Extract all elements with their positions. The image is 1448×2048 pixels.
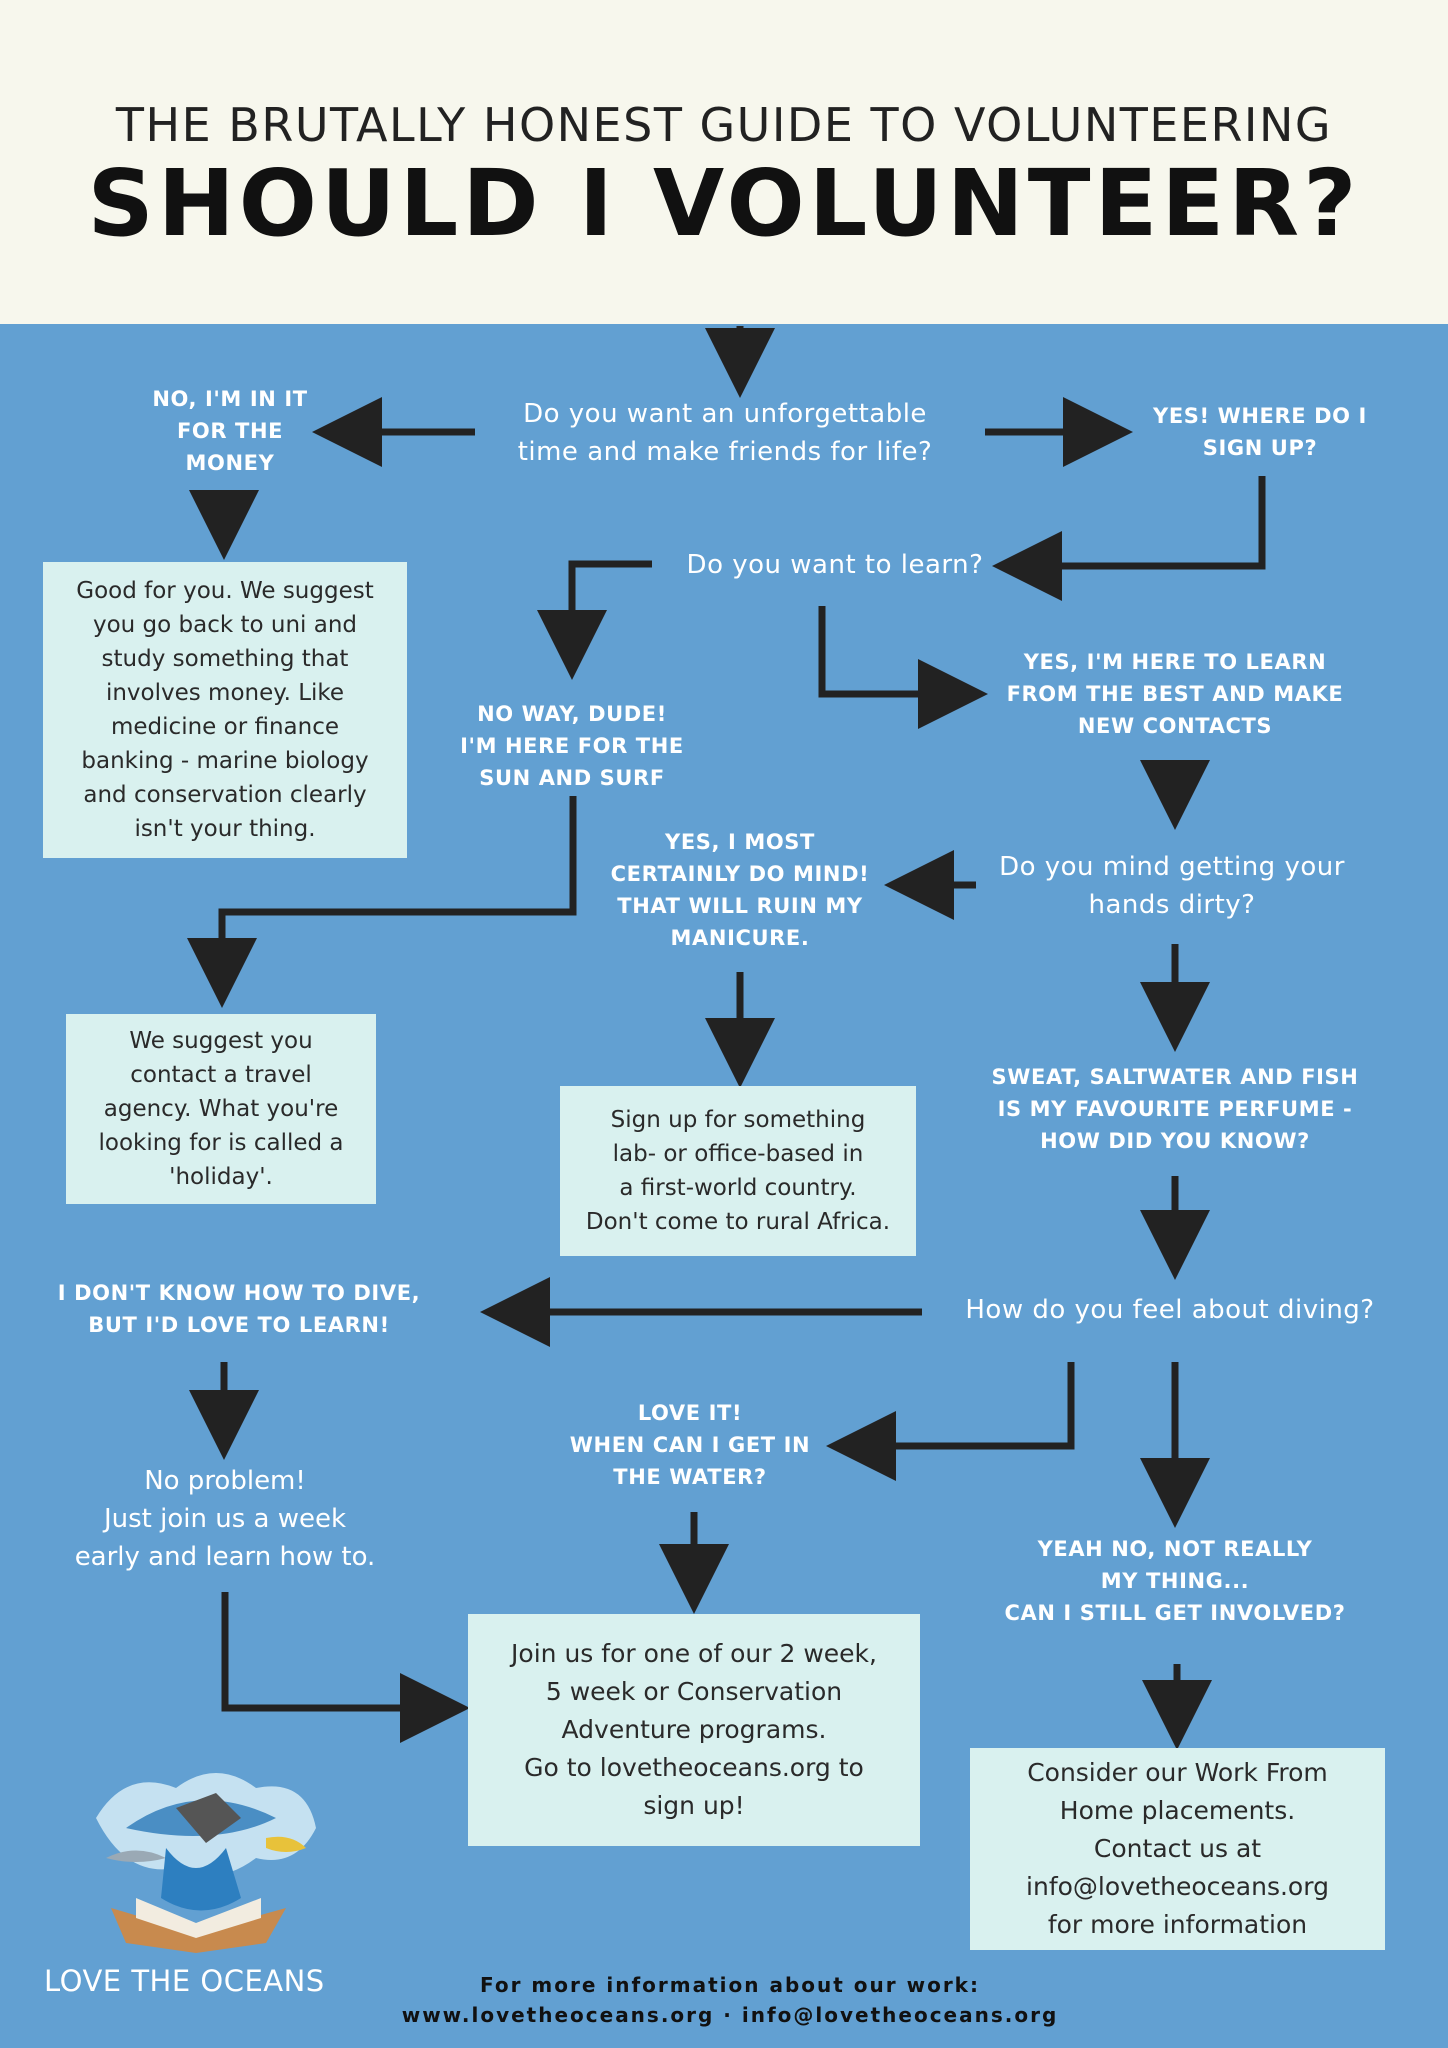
brand-name: LOVE THE OCEANS [44,1964,325,1998]
question-diving: How do you feel about diving? [965,1295,1375,1325]
box-travel-agency: We suggest you contact a travel agency. … [66,1014,376,1204]
arrow-q2-yes [818,606,988,729]
answer-ruin-manicure: YES, I MOST CERTAINLY DO MIND! THAT WILL… [610,830,870,950]
answer-not-my-thing: YEAH NO, NOT REALLY MY THING... CAN I ST… [1004,1537,1346,1625]
text-no-problem: No problem! Just join us a week early an… [74,1466,376,1572]
question-hands-dirty: Do you mind getting your hands dirty? [999,852,1345,920]
answer-favourite-perfume: SWEAT, SALTWATER AND FISH IS MY FAVOURIT… [991,1065,1359,1153]
header-banner [0,0,1448,324]
arrow-surf-to-holiday [187,796,577,1008]
page-title: SHOULD I VOLUNTEER? [87,150,1361,257]
box-study-money: Good for you. We suggest you go back to … [43,562,407,858]
arrow-learn-to-join [221,1592,470,1743]
arrow-yes-to-q2 [992,476,1266,601]
footer-line-1: For more information about our work: [480,1973,980,1997]
answer-learn-to-dive: I DON'T KNOW HOW TO DIVE, BUT I'D LOVE T… [57,1281,421,1337]
question-unforgettable-time: Do you want an unforgettable time and ma… [517,399,933,467]
question-want-to-learn: Do you want to learn? [686,550,984,580]
arrow-q4-love [826,1362,1075,1481]
box-work-from-home: Consider our Work From Home placements. … [970,1748,1385,1950]
love-the-oceans-logo [96,1773,316,1953]
page-subtitle: THE BRUTALLY HONEST GUIDE TO VOLUNTEERIN… [115,98,1333,152]
arrow-q2-no [537,560,652,680]
answer-love-diving: LOVE IT! WHEN CAN I GET IN THE WATER? [569,1401,811,1489]
answer-where-sign-up: YES! WHERE DO I SIGN UP? [1153,404,1367,460]
answer-in-it-for-money: NO, I'M IN IT FOR THE MONEY [152,387,308,475]
box-lab-office: Sign up for something lab- or office-bas… [560,1086,916,1256]
footer-line-2: www.lovetheoceans.org · info@lovetheocea… [401,2003,1059,2027]
footer-info: For more information about our work: www… [380,1970,1080,2030]
box-join-programs: Join us for one of our 2 week, 5 week or… [468,1614,920,1846]
answer-learn-from-best: YES, I'M HERE TO LEARN FROM THE BEST AND… [1006,650,1344,738]
answer-sun-and-surf: NO WAY, DUDE! I'M HERE FOR THE SUN AND S… [460,702,684,790]
